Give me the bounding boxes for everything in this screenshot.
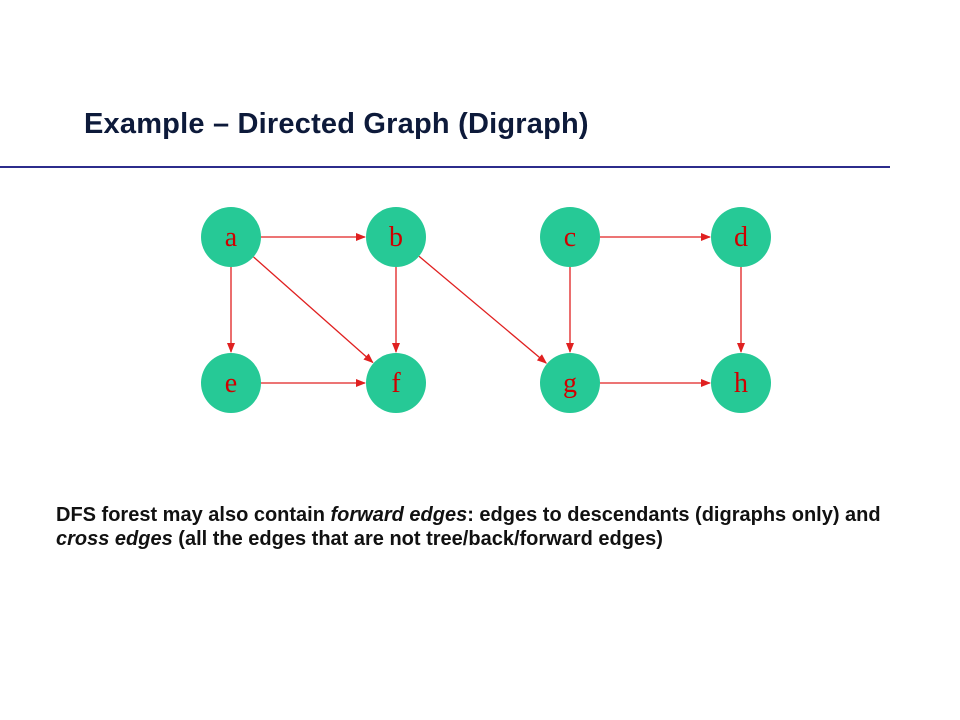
edge-b-g (418, 255, 548, 364)
caption-text: DFS forest may also contain forward edge… (56, 503, 916, 551)
node-label-e: e (225, 368, 237, 399)
edge-a-f (253, 256, 374, 364)
node-circle-h (711, 353, 771, 413)
node-h: h (711, 353, 771, 413)
node-circle-b (366, 207, 426, 267)
caption-part-3: (all the edges that are not tree/back/fo… (172, 528, 663, 550)
node-circle-a (201, 207, 261, 267)
node-label-d: d (734, 222, 748, 253)
node-circle-g (540, 353, 600, 413)
node-f: f (366, 353, 426, 413)
node-label-b: b (389, 222, 403, 253)
node-label-h: h (734, 368, 748, 399)
title-divider (0, 166, 890, 168)
node-circle-c (540, 207, 600, 267)
caption-cross-edges: cross edges (56, 528, 173, 550)
caption-part-1: DFS forest may also contain (56, 504, 331, 526)
node-a: a (201, 207, 261, 267)
node-d: d (711, 207, 771, 267)
caption-part-2: : edges to descendants (digraphs only) a… (467, 504, 881, 526)
node-circle-f (366, 353, 426, 413)
node-label-c: c (564, 222, 576, 253)
node-g: g (540, 353, 600, 413)
node-circle-e (201, 353, 261, 413)
node-b: b (366, 207, 426, 267)
node-circle-d (711, 207, 771, 267)
nodes-layer: a b c d e f g h (201, 207, 771, 413)
edges-layer (227, 233, 745, 387)
node-c: c (540, 207, 600, 267)
slide-title: Example – Directed Graph (Digraph) (84, 108, 589, 140)
node-label-f: f (391, 368, 401, 399)
caption-forward-edges: forward edges (330, 504, 468, 526)
node-e: e (201, 353, 261, 413)
node-label-a: a (225, 222, 238, 253)
node-label-g: g (563, 368, 577, 399)
